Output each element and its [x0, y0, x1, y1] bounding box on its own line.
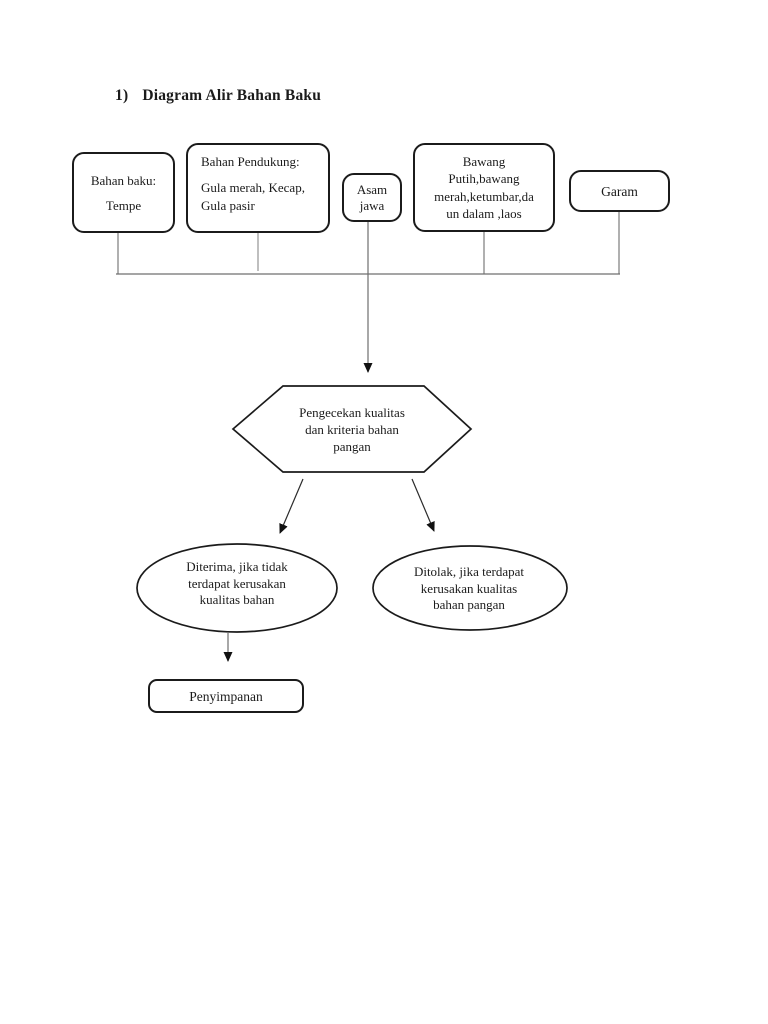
hexagon-pengecekan — [231, 385, 473, 473]
diterima-line2: terdapat kerusakan — [188, 575, 286, 591]
node-asam-jawa: Asam jawa — [342, 173, 402, 222]
title-text: Diagram Alir Bahan Baku — [142, 87, 322, 104]
title-number: 1) — [115, 87, 129, 104]
node-diterima-text: Diterima, jika tidak terdapat kerusakan … — [137, 559, 337, 609]
arrow-to-ditolak — [411, 478, 435, 532]
pengecekan-line3: pangan — [333, 439, 371, 454]
ellipse-ditolak — [372, 545, 568, 631]
node-bahan-baku-line1: Bahan baku: — [90, 172, 157, 188]
node-bawang-line1: Bawang — [462, 153, 506, 169]
node-pengecekan-text: Pengecekan kualitas dan kriteria bahan p… — [252, 404, 452, 455]
ditolak-line2: kerusakan kualitas — [420, 580, 518, 596]
pengecekan-line1: Pengecekan kualitas — [299, 405, 405, 420]
page-title: 1) Diagram Alir Bahan Baku — [115, 87, 321, 105]
diterima-line1: Diterima, jika tidak — [186, 559, 288, 574]
node-bahan-pendukung-line2: Gula pasir — [201, 198, 255, 213]
node-bahan-pendukung-line1: Gula merah, Kecap, — [201, 180, 305, 195]
node-asam-jawa-line2: jawa — [359, 197, 385, 213]
pengecekan-line2: dan kriteria bahan — [305, 422, 399, 437]
node-penyimpanan: Penyimpanan — [148, 679, 304, 713]
node-asam-jawa-line1: Asam — [356, 181, 388, 197]
node-bahan-baku: Bahan baku: Tempe — [72, 152, 175, 233]
node-bawang-line4: un dalam ,laos — [446, 206, 522, 221]
node-bahan-pendukung: Bahan Pendukung: Gula merah, Kecap, Gula… — [186, 143, 330, 233]
ditolak-line3: bahan pangan — [433, 597, 505, 612]
node-ditolak-text: Ditolak, jika terdapat kerusakan kualita… — [370, 564, 568, 614]
ditolak-line1: Ditolak, jika terdapat — [413, 564, 525, 579]
node-bawang: Bawang Putih,bawang merah,ketumbar,da un… — [413, 143, 555, 232]
diterima-line3: kualitas bahan — [199, 592, 275, 607]
ellipse-diterima — [136, 543, 338, 633]
node-bahan-baku-line2: Tempe — [105, 197, 142, 213]
node-garam-label: Garam — [601, 183, 638, 199]
node-penyimpanan-label: Penyimpanan — [189, 688, 263, 704]
node-bawang-line3: merah,ketumbar,da — [434, 188, 534, 204]
node-garam: Garam — [569, 170, 670, 212]
node-bawang-line2: Putih,bawang — [448, 171, 520, 186]
arrow-to-diterima — [279, 478, 304, 534]
node-bahan-pendukung-heading: Bahan Pendukung: — [201, 154, 300, 169]
